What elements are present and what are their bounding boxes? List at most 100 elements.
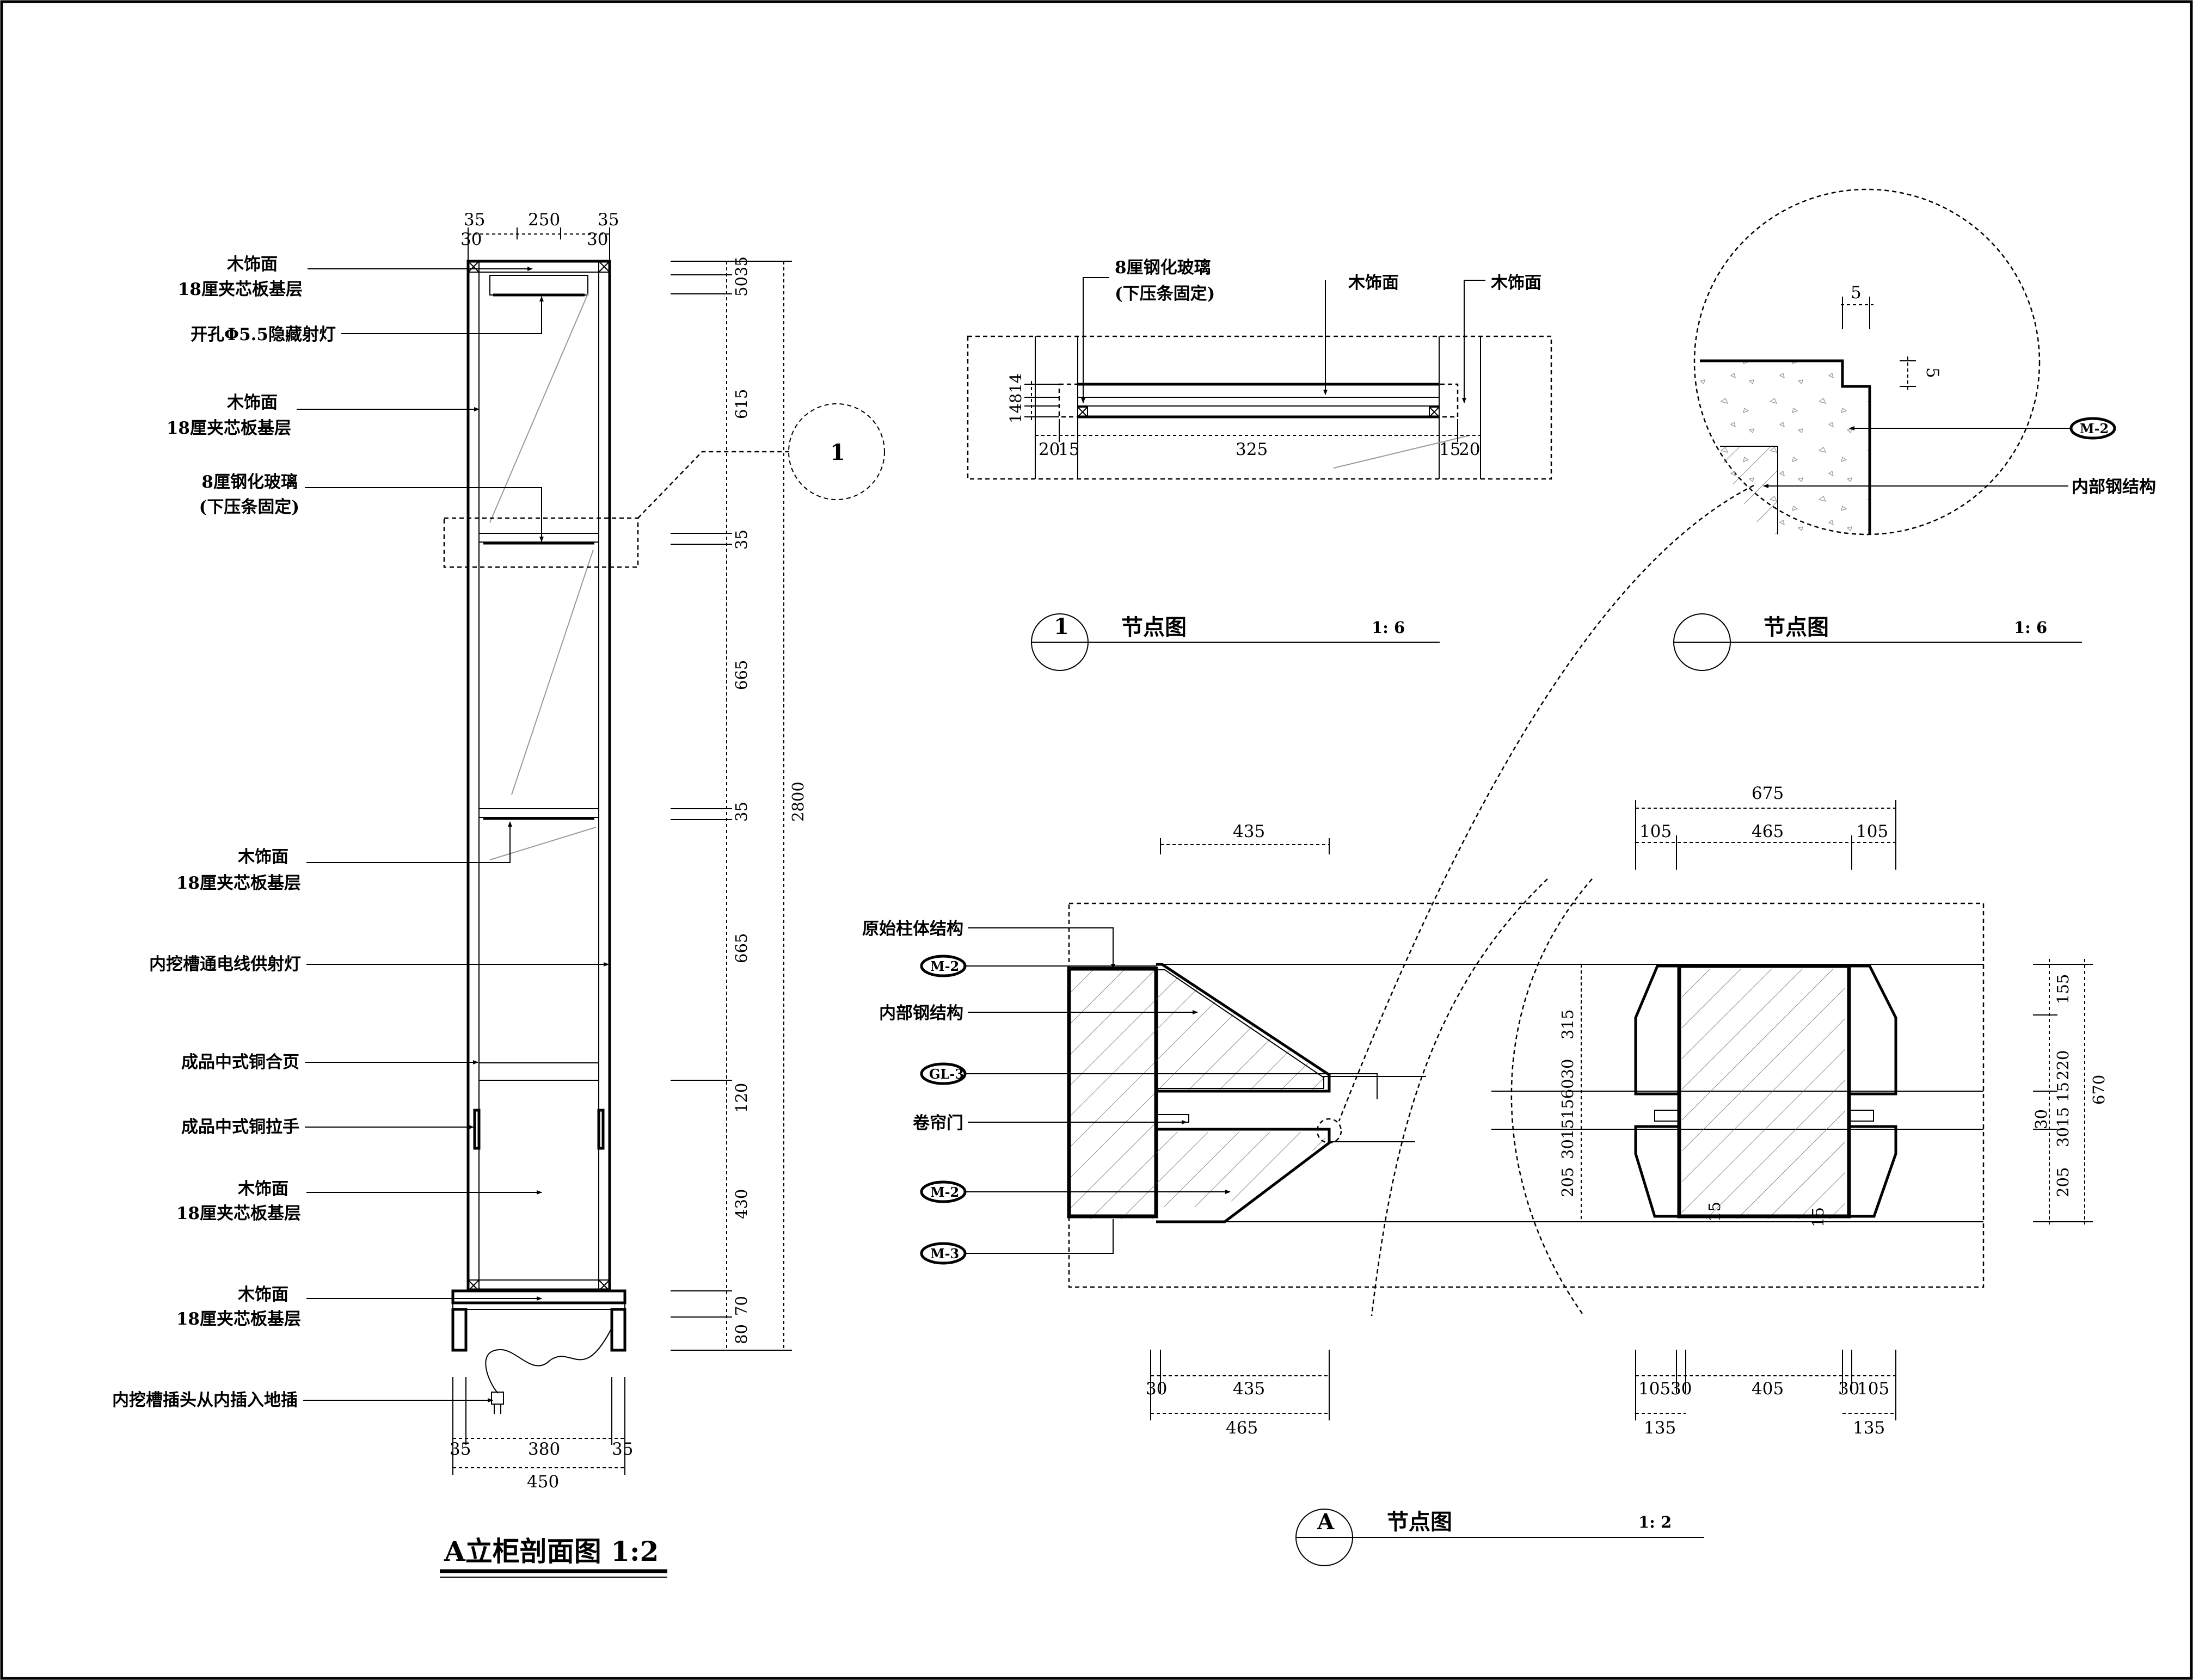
nodea-dim-105-left: 105 [1639,822,1672,841]
node1-dim-15-left: 15 [1058,440,1079,459]
dim-bottom-380: 380 [528,1439,560,1459]
node1-dim-20-right: 20 [1459,440,1480,459]
nodea-dim-465: 465 [1752,822,1784,841]
nodea-upper-steel [1156,970,1325,1091]
nodea-bdim-105-left: 105 [1638,1379,1670,1399]
node-detail-1: 8厘钢化玻璃 (下压条固定) 木饰面 木饰面 20 15 325 15 20 1… [967,258,1552,671]
dim-35-b: 35 [732,802,751,822]
dim-top-35-left: 35 [464,210,485,230]
node2-title: 节点图 [1764,614,1829,640]
nodea-tag-m3: M-3 [930,1246,959,1261]
nodea-dim-435-top: 435 [1233,822,1265,841]
nodea-bdim-105-right: 105 [1857,1379,1889,1399]
dim-2800: 2800 [789,781,807,822]
node2-scale: 1: 6 [2014,618,2047,637]
detail-box-1 [443,517,639,568]
nodea-tag-m2-top-ellipse [920,955,967,977]
nodea-rvdim-155: 155 [2054,974,2072,1004]
elevation-left-labels: 木饰面 18厘夹芯板基层 开孔Φ5.5隐藏射灯 木饰面 18厘夹芯板基层 8厘钢… [112,255,609,1410]
nodea-dim-105-right: 105 [1856,822,1888,841]
node1-scale: 1: 6 [1372,618,1405,637]
elevation-right-dimensions: 5035 615 35 665 35 665 120 430 70 80 280… [671,256,807,1351]
node1-label-wood-a: 木饰面 [1348,273,1399,293]
dim-665-b: 665 [732,933,751,963]
node1-label-wood-b: 木饰面 [1490,273,1541,293]
nodea-right-column [1682,969,1845,1219]
label-floor-socket: 内挖槽插头从内插入地插 [112,1390,298,1410]
dim-top-30-right: 30 [587,230,608,249]
elevation-bottom-dimensions: 35 380 35 450 [450,1377,633,1492]
nodea-tag-m2-top: M-2 [930,958,959,974]
elevation-title: A立柜剖面图 1:2 [444,1535,659,1567]
label-wood-1: 木饰面 [226,255,278,274]
nodea-vdim-315: 315 [1558,1010,1577,1039]
label-board-2: 18厘夹芯板基层 [167,419,291,438]
dim-5035: 5035 [732,256,751,297]
label-board-3: 18厘夹芯板基层 [176,873,301,893]
label-wire-groove: 内挖槽通电线供射灯 [149,955,301,974]
node1-title: 节点图 [1121,614,1187,640]
nodea-rvdim-220: 220 [2054,1050,2072,1080]
nodea-rvdim-30: 30 [2032,1109,2050,1129]
nodea-left-column [1069,969,1156,1219]
nodea-scale: 1: 2 [1638,1513,1672,1531]
nodea-label-column: 原始柱体结构 [862,919,963,939]
dim-120: 120 [732,1083,751,1113]
detail-callout-circle [788,403,885,500]
node2-label-steel: 内部钢结构 [2072,477,2156,497]
dim-430: 430 [732,1189,751,1219]
nodea-rvdim-205: 205 [2054,1167,2072,1197]
detail-leader-curve [1338,484,1754,1122]
label-copper-hinge: 成品中式铜合页 [181,1053,299,1072]
dim-665-a: 665 [732,660,751,690]
node1-dim-325: 325 [1236,440,1268,459]
nodea-tag-gl3: GL-3 [929,1066,964,1082]
nodea-vdim-mid: 3015156030 [1558,1059,1577,1159]
dim-80: 80 [732,1324,751,1344]
nodea-small-15-right: 15 [1809,1207,1827,1227]
label-wood-2: 木饰面 [226,393,278,413]
nodea-bdim-30-mid-left: 30 [1670,1379,1692,1399]
node1-dim-20-left: 20 [1039,440,1060,459]
nodea-rvdim-670: 670 [2090,1075,2108,1105]
node1-label-fixing: (下压条固定) [1115,284,1215,304]
cabinet-section-elevation: 35 250 35 30 30 [112,210,885,1578]
node2-tag-ellipse [2069,417,2116,440]
node1-dim-vertical: 14814 [1006,373,1025,423]
node1-label-glass: 8厘钢化玻璃 [1115,258,1211,278]
node2-tag: M-2 [2080,421,2109,436]
label-tempered-glass: 8厘钢化玻璃 [201,472,298,492]
cabinet-frame [451,260,626,1414]
node-detail-2: 5 5 M-2 内部钢结构 节点图 1: 6 [1673,188,2156,671]
nodea-rvdim-3015: 3015 15 [2054,1082,2072,1147]
label-board-4: 18厘夹芯板基层 [176,1204,301,1223]
nodea-bdim-135-left: 135 [1644,1418,1676,1438]
label-wood-5: 木饰面 [237,1285,288,1304]
label-hidden-spotlight: 开孔Φ5.5隐藏射灯 [191,325,336,344]
nodea-lower-steel [1156,1132,1325,1207]
nodea-label-steel: 内部钢结构 [879,1004,963,1023]
nodea-bdim-435: 435 [1233,1379,1265,1399]
nodea-dim-675: 675 [1752,784,1784,803]
nodea-bdim-405: 405 [1752,1379,1784,1399]
node2-dim-h: 5 [1851,283,1862,303]
nodea-bdim-135-right: 135 [1853,1418,1885,1438]
label-copper-handle: 成品中式铜拉手 [181,1117,299,1137]
label-wood-4: 木饰面 [237,1179,288,1199]
detail-callout-number: 1 [830,440,845,465]
node1-dim-15-right: 15 [1439,440,1460,459]
label-glass-fixing: (下压条固定) [199,497,299,517]
dim-615: 615 [732,389,751,419]
dim-35-a: 35 [732,530,751,550]
nodea-title: 节点图 [1387,1509,1452,1535]
dim-70: 70 [732,1296,751,1316]
nodea-bdim-30-left: 30 [1146,1379,1167,1399]
nodea-tag-m2-bottom: M-2 [930,1184,959,1200]
dim-bottom-35-left: 35 [450,1439,471,1459]
label-wood-3: 木饰面 [237,847,288,867]
node2-dim-v: 5 [1922,367,1942,378]
nodea-bdim-465: 465 [1226,1418,1258,1438]
node-detail-a: 原始柱体结构 M-2 内部钢结构 GL-3 卷帘门 M-2 M-3 435 67… [862,784,2108,1566]
